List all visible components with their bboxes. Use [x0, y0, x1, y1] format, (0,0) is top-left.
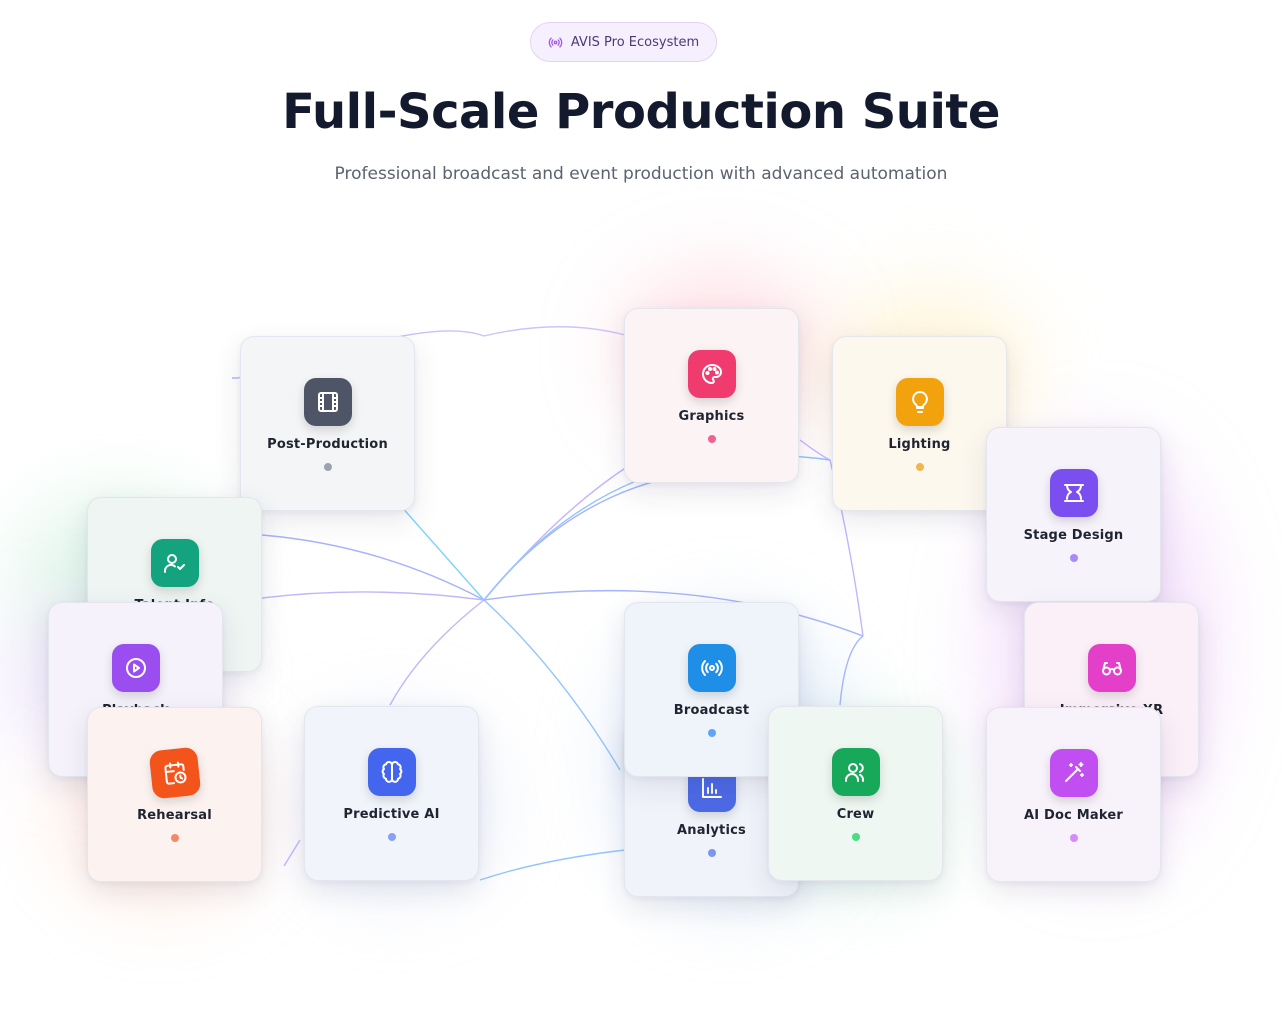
stage-icon [1064, 484, 1084, 502]
card-crew[interactable]: Crew [768, 706, 943, 881]
card-icon-badge [1050, 469, 1098, 517]
magic-wand-icon [1065, 762, 1084, 782]
card-icon-badge [112, 644, 160, 692]
card-rehearsal[interactable]: Rehearsal [87, 707, 262, 882]
card-stage-design[interactable]: Stage Design [986, 427, 1161, 602]
status-dot [916, 463, 924, 471]
card-predictive-ai[interactable]: Predictive AI [304, 706, 479, 881]
connector-line [261, 591, 485, 601]
card-label: Post-Production [267, 437, 388, 452]
connector-line [483, 599, 621, 771]
calendar-clock-icon [164, 761, 187, 785]
connector-line [479, 849, 626, 881]
connector-line [399, 504, 485, 601]
status-dot [708, 849, 716, 857]
status-dot [388, 833, 396, 841]
connector-line [839, 635, 864, 706]
connector-line [283, 839, 301, 867]
status-dot [324, 463, 332, 471]
status-dot [708, 729, 716, 737]
connector-line [483, 469, 721, 601]
page-subtitle: Professional broadcast and event product… [334, 164, 948, 184]
card-lighting[interactable]: Lighting [832, 336, 1007, 511]
film-icon [318, 392, 338, 412]
status-dot [852, 833, 860, 841]
play-icon [126, 658, 146, 678]
glasses-icon [1102, 662, 1122, 676]
card-label: Analytics [677, 823, 746, 838]
lightbulb-icon [912, 391, 928, 413]
card-icon-badge [1050, 749, 1098, 797]
card-post-production[interactable]: Post-Production [240, 336, 415, 511]
card-icon-badge [688, 644, 736, 692]
status-dot [1070, 834, 1078, 842]
card-icon-badge [304, 378, 352, 426]
card-label: Lighting [888, 437, 951, 452]
user-check-icon [163, 554, 185, 573]
connector-line [483, 464, 631, 601]
card-icon-badge [896, 378, 944, 426]
status-dot [708, 435, 716, 443]
card-icon-badge [148, 746, 202, 800]
users-icon [845, 763, 865, 782]
page-title: Full-Scale Production Suite [282, 84, 1000, 140]
card-ai-doc-maker[interactable]: AI Doc Maker [986, 707, 1161, 882]
ecosystem-badge: AVIS Pro Ecosystem [530, 22, 717, 62]
card-label: AI Doc Maker [1023, 808, 1123, 823]
card-label: Graphics [678, 409, 745, 424]
bar-chart-icon [702, 778, 722, 798]
connector-line [261, 534, 485, 601]
card-label: Broadcast [673, 703, 750, 718]
card-icon-badge [1088, 644, 1136, 692]
card-label: Rehearsal [137, 808, 212, 823]
broadcast-icon [701, 660, 723, 676]
brain-icon [381, 760, 403, 783]
card-icon-badge [688, 350, 736, 398]
card-icon-badge [151, 539, 199, 587]
card-icon-badge [368, 748, 416, 796]
palette-icon [702, 364, 722, 384]
card-label: Stage Design [1023, 528, 1124, 543]
card-icon-badge [832, 748, 880, 796]
connector-line [389, 599, 485, 706]
card-label: Crew [836, 807, 875, 822]
card-graphics[interactable]: Graphics [624, 308, 799, 483]
status-dot [171, 834, 179, 842]
card-label: Predictive AI [343, 807, 440, 822]
badge-label: AVIS Pro Ecosystem [570, 34, 700, 50]
broadcast-icon [548, 37, 563, 47]
status-dot [1070, 554, 1078, 562]
